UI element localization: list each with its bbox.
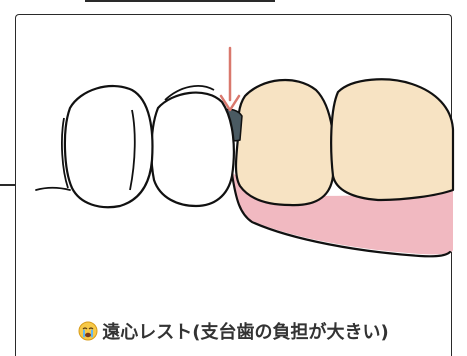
top-divider-line — [85, 0, 275, 2]
base-line — [35, 186, 71, 191]
abutment-tooth-front — [234, 78, 336, 207]
gum-outline — [230, 172, 452, 258]
abutment-tooth-back — [330, 78, 455, 202]
denture-tooth-left-ridge — [129, 109, 136, 191]
left-tick-mark — [0, 184, 16, 186]
crying-face-icon — [78, 321, 98, 346]
arrow-head-icon — [219, 94, 241, 112]
denture-tooth-left-edge — [61, 117, 69, 189]
denture-tooth-left — [63, 85, 154, 209]
gum — [232, 172, 453, 255]
caption-text: 遠心レスト(支台歯の負担が大きい) — [102, 322, 389, 343]
denture-tooth-right-highlight — [164, 85, 215, 101]
denture-tooth-right — [150, 91, 235, 208]
caption: 遠心レスト(支台歯の負担が大きい) — [0, 318, 467, 346]
